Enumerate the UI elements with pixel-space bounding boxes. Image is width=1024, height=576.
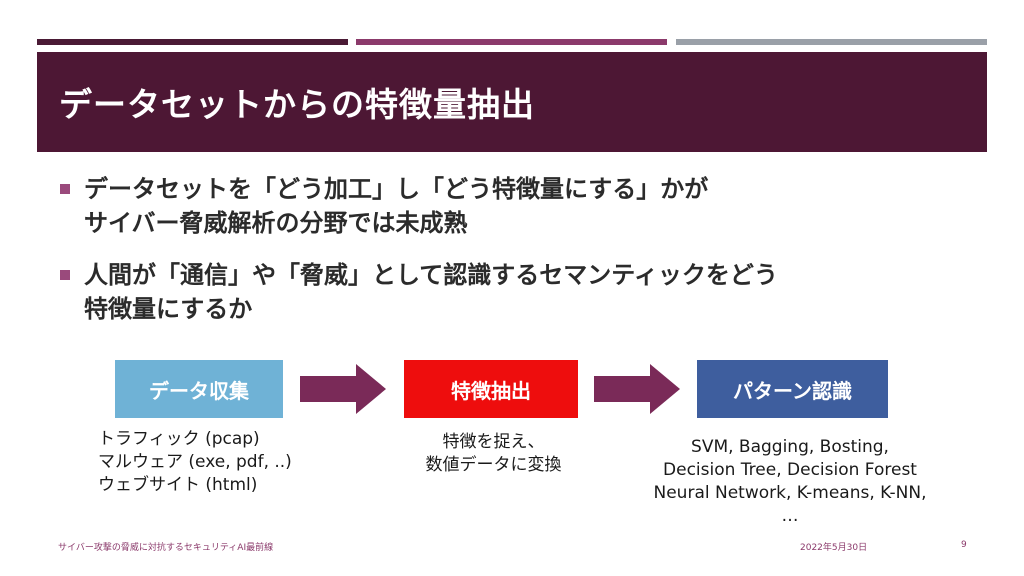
- bullet-item-2: 人間が「通信」や「脅威」として認識するセマンティックをどう 特徴量にするか: [58, 258, 978, 326]
- right-arrow-icon: [300, 364, 386, 414]
- header-stripe-1: [37, 39, 348, 45]
- bullet-line: サイバー脅威解析の分野では未成熟: [84, 209, 468, 237]
- data-collection-description: トラフィック (pcap) マルウェア (exe, pdf, ..) ウェブサイ…: [98, 428, 292, 497]
- slide-title: データセットからの特徴量抽出: [59, 85, 535, 124]
- square-bullet-icon: [60, 270, 70, 280]
- description-line: …: [781, 506, 799, 526]
- flow-step-pattern-recognition: パターン認識: [697, 360, 888, 418]
- footer-title: サイバー攻撃の脅威に対抗するセキュリティAI最前線: [58, 543, 274, 553]
- description-line: Neural Network, K-means, K-NN,: [653, 483, 927, 503]
- right-arrow-icon: [594, 364, 680, 414]
- header-stripe-3: [676, 39, 987, 45]
- bullet-line: 特徴量にするか: [84, 295, 253, 323]
- bullet-item-1: データセットを「どう加工」し「どう特徴量にする」かが サイバー脅威解析の分野では…: [58, 172, 978, 240]
- header-stripe-2: [356, 39, 667, 45]
- flow-step-feature-extraction: 特徴抽出: [404, 360, 578, 418]
- bullet-line: データセットを「どう加工」し「どう特徴量にする」かが: [84, 175, 709, 203]
- description-line: ウェブサイト (html): [98, 475, 258, 495]
- description-line: 特徴を捉え、: [442, 432, 545, 452]
- description-line: マルウェア (exe, pdf, ..): [98, 452, 292, 472]
- page-number: 9: [961, 540, 967, 550]
- square-bullet-icon: [60, 184, 70, 194]
- bullet-list: データセットを「どう加工」し「どう特徴量にする」かが サイバー脅威解析の分野では…: [58, 172, 978, 326]
- description-line: Decision Tree, Decision Forest: [663, 460, 917, 480]
- description-line: SVM, Bagging, Bosting,: [691, 437, 889, 457]
- feature-extraction-description: 特徴を捉え、 数値データに変換: [411, 431, 576, 477]
- description-line: トラフィック (pcap): [98, 429, 260, 449]
- bullet-line: 人間が「通信」や「脅威」として認識するセマンティックをどう: [84, 261, 778, 289]
- pattern-recognition-description: SVM, Bagging, Bosting, Decision Tree, De…: [630, 436, 950, 528]
- title-bar: データセットからの特徴量抽出: [37, 52, 987, 152]
- footer-date: 2022年5月30日: [800, 543, 868, 553]
- flow-step-data-collection: データ収集: [115, 360, 283, 418]
- description-line: 数値データに変換: [425, 455, 562, 475]
